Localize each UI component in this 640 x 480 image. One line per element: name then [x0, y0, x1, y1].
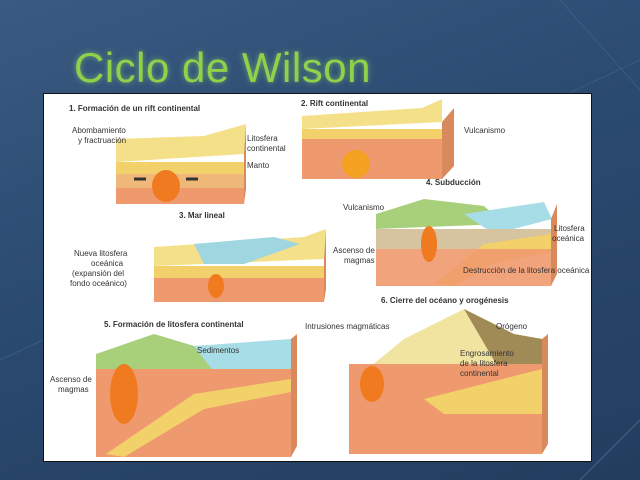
block-rift-formation	[116, 124, 246, 204]
block1-lithosphere	[116, 174, 244, 188]
block2-side	[442, 108, 454, 179]
panel4-title: 4. Subducción	[426, 178, 481, 187]
wilson-cycle-diagram: 1. Formación de un rift continental Abom…	[43, 93, 592, 462]
panel5-label-sedimentos: Sedimentos	[197, 346, 240, 355]
panel3-label-expansion: (expansión del	[72, 269, 125, 278]
block1-crust	[116, 162, 244, 174]
panel4-label-vulcanismo: Vulcanismo	[343, 203, 385, 212]
panel6-label-intrusiones: Intrusiones magmáticas	[305, 322, 390, 331]
block1-mantle	[116, 188, 244, 204]
block6-peak	[464, 309, 542, 369]
block5-ocean	[194, 339, 291, 372]
block2-magma	[342, 150, 370, 178]
block4-mantle	[376, 249, 551, 286]
block3-mantle	[154, 278, 324, 302]
block1-side	[244, 124, 246, 204]
panel4-label-destruccion: Destrucción de la litosfera oceánica	[463, 266, 590, 275]
block2-mantle	[302, 139, 442, 179]
diagram-drawing	[96, 99, 557, 457]
slide-title: Ciclo de Wilson	[74, 44, 371, 91]
panel1-title: 1. Formación de un rift continental	[69, 104, 201, 113]
block-linear-sea	[154, 229, 326, 302]
block5-side	[291, 334, 297, 457]
panel5-title: 5. Formación de litosfera continental	[104, 320, 244, 329]
panel3-title: 3. Mar lineal	[179, 211, 225, 220]
block4-side	[551, 204, 557, 286]
block3-crust	[154, 266, 324, 278]
panel3-label-nueva-litosfera: Nueva litosfera	[74, 249, 128, 258]
panel3-label-fondo: fondo oceánico)	[70, 279, 127, 288]
block1-top	[116, 124, 246, 162]
block-continental-formation	[96, 334, 297, 457]
block-continental-rift	[302, 99, 454, 179]
panel1-label-manto: Manto	[247, 161, 270, 170]
block4-ocean	[464, 202, 552, 234]
panel6-title: 6. Cierre del océano y orogénesis	[381, 296, 509, 305]
block3-magma	[208, 274, 224, 298]
panel6-label-orogeno: Orógeno	[496, 322, 528, 331]
block2-crust	[302, 129, 442, 139]
panel1-label-continental: continental	[247, 144, 286, 153]
panel6-label-engrosamiento: Engrosamiento	[460, 349, 514, 358]
panel6-label-continental: continental	[460, 369, 499, 378]
panel6-label-litosfera: de la litosfera	[460, 359, 508, 368]
panel1-label-abombamiento: Abombamiento	[72, 126, 126, 135]
panel1-label-litosfera: Litosfera	[247, 134, 278, 143]
block3-ocean	[194, 237, 300, 264]
panel4-label-litosfera: Litosfera	[554, 224, 585, 233]
panel4-label-magmas: magmas	[344, 256, 375, 265]
block-subduction	[376, 199, 557, 286]
block6-side	[542, 334, 548, 454]
panel1-label-fracturacion: y fractruación	[78, 136, 127, 145]
block1-magma	[152, 170, 180, 202]
panel2-title: 2. Rift continental	[301, 99, 369, 108]
block6-magma	[360, 366, 384, 402]
panel5-label-ascenso: Ascenso de	[50, 375, 92, 384]
panel4-label-oceanica: oceánica	[552, 234, 585, 243]
block3-side	[324, 229, 326, 302]
panel3-label-oceanica: oceánica	[91, 259, 124, 268]
block2-top	[302, 99, 442, 129]
block4-magma	[421, 226, 437, 262]
block-ocean-closure	[349, 309, 548, 454]
panel4-label-ascenso: Ascenso de	[333, 246, 375, 255]
panel2-label-vulcanismo: Vulcanismo	[464, 126, 506, 135]
block5-slab	[106, 379, 291, 457]
block6-thick-crust	[424, 369, 542, 414]
block5-magma	[110, 364, 138, 424]
panel5-label-magmas: magmas	[58, 385, 89, 394]
block4-land	[376, 199, 504, 229]
